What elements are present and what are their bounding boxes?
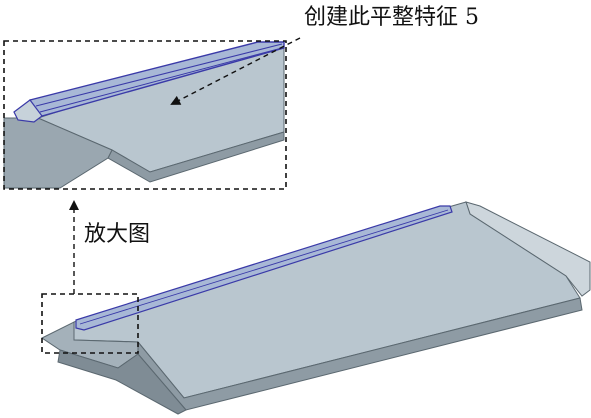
zoom-inset-frame [3,40,287,190]
inset-rib-end-cap [13,99,43,123]
inset-rib-edge-line-2 [39,47,283,113]
feature-label: 创建此平整特征 5 [304,5,479,30]
feature-leader-line [170,37,301,105]
main-part [41,201,591,415]
zoom-region-frame [41,293,139,354]
inset-rib-edge-line [35,43,283,107]
zoom-inset [3,40,287,190]
left-end-bottom [57,349,187,415]
zoom-label: 放大图 [84,222,151,247]
rib-edge-line [79,209,449,325]
rib-feature [75,205,453,331]
